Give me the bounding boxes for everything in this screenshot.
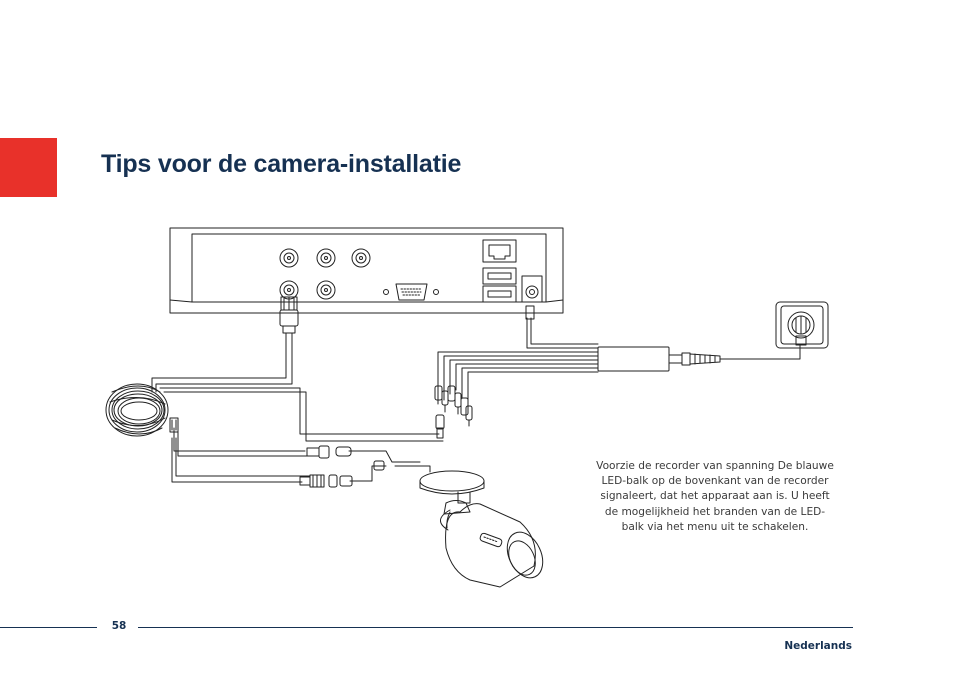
vga-port-icon	[383, 283, 439, 301]
power-adapter-icon	[597, 344, 801, 372]
wall-socket-icon	[775, 301, 829, 349]
bullet-camera-icon	[419, 470, 544, 588]
footer-rule-right	[138, 627, 853, 628]
power-jack-icon	[521, 275, 543, 303]
bnc-plug-icon	[279, 296, 299, 334]
ethernet-port-icon	[482, 239, 517, 263]
recorder-icon	[169, 227, 564, 314]
page-title: Tips voor de camera-installatie	[101, 150, 462, 178]
footer-rule-left	[0, 627, 97, 628]
section-tab	[0, 138, 57, 197]
wire-bundle	[434, 305, 599, 427]
coiled-cable-icon	[105, 383, 169, 437]
cable-plugs	[169, 414, 445, 488]
cable-bundle	[151, 332, 444, 483]
caption-text: Voorzie de recorder van spanning De blau…	[596, 460, 834, 533]
language-label: Nederlands	[784, 640, 852, 652]
usb-port-icon	[482, 267, 517, 303]
page-number: 58	[111, 620, 127, 632]
bnc-connector-icon	[279, 248, 371, 300]
